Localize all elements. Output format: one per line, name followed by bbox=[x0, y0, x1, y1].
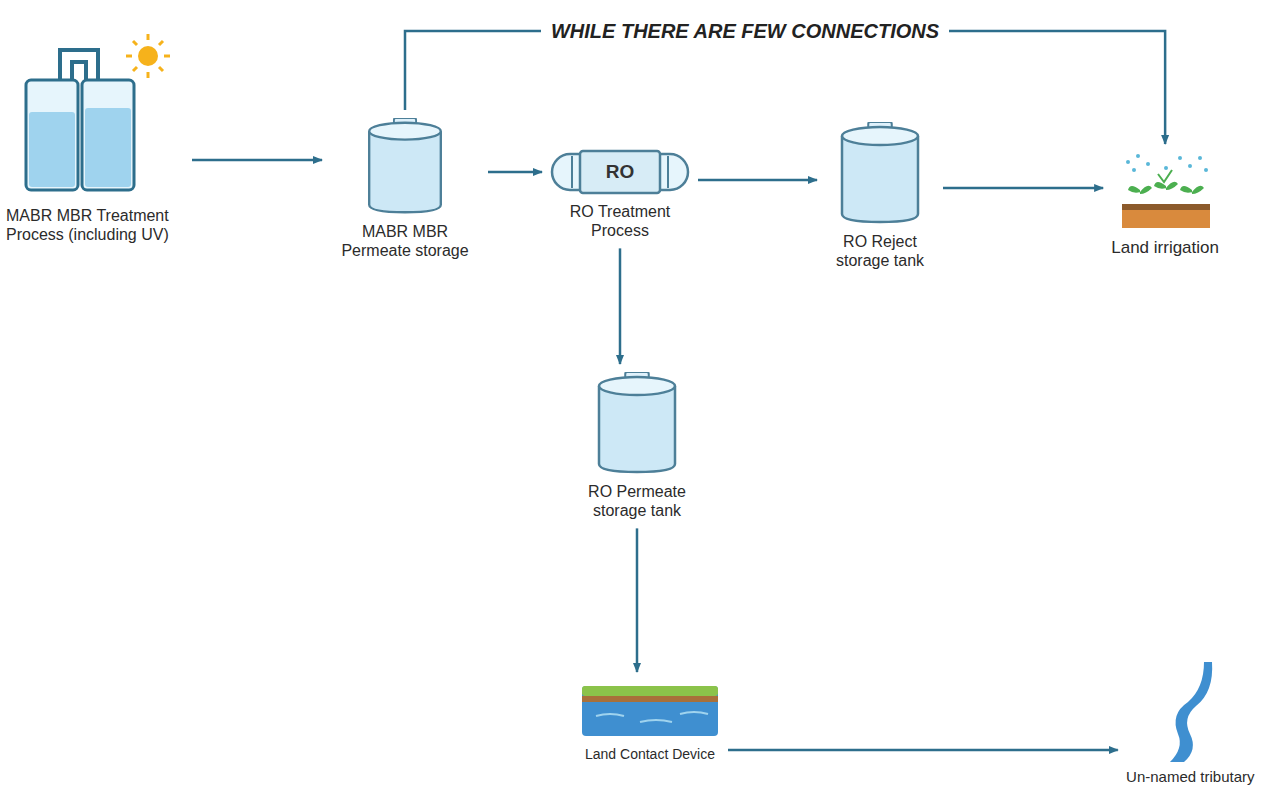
process-node: MABR MBR Permeate storage bbox=[330, 118, 480, 260]
graphic-part bbox=[1158, 170, 1172, 182]
graphic-part bbox=[164, 55, 170, 58]
process-node: RO Permeate storage tank bbox=[577, 372, 697, 520]
icon-label: RO bbox=[550, 148, 690, 196]
land-contact-icon bbox=[580, 680, 720, 740]
node-icon bbox=[1118, 152, 1213, 232]
graphic-part bbox=[147, 72, 150, 78]
flow-arrow bbox=[192, 159, 322, 162]
graphic-part bbox=[1178, 156, 1182, 160]
flow-arrow bbox=[619, 248, 622, 364]
node-label: MABR MBR Treatment Process (including UV… bbox=[6, 206, 184, 244]
graphic-part bbox=[159, 41, 163, 45]
flow-arrow bbox=[405, 31, 1165, 144]
tank-icon bbox=[365, 118, 445, 216]
graphic-part bbox=[82, 80, 134, 190]
tank-icon bbox=[838, 122, 922, 226]
flow-arrow bbox=[488, 171, 542, 174]
graphic-part bbox=[596, 712, 708, 722]
graphic-part bbox=[138, 46, 158, 66]
node-icon bbox=[1160, 662, 1220, 762]
flow-arrow bbox=[636, 528, 639, 672]
node-label: Land Contact Device bbox=[580, 746, 720, 763]
process-node: Land irrigation bbox=[1111, 152, 1219, 258]
flow-arrow bbox=[943, 187, 1103, 190]
process-node: RO RO Treatment Process bbox=[550, 148, 690, 240]
graphic-part bbox=[1180, 186, 1204, 204]
graphic-part bbox=[126, 55, 132, 58]
graphic-part bbox=[1122, 208, 1210, 228]
graphic-part bbox=[582, 686, 718, 736]
graphic-part bbox=[29, 112, 75, 187]
graphic-part bbox=[1198, 156, 1202, 160]
graphic-part bbox=[1188, 164, 1192, 168]
tributary-icon bbox=[1160, 662, 1220, 762]
process-node: MABR MBR Treatment Process (including UV… bbox=[6, 30, 184, 244]
node-label: RO Reject storage tank bbox=[825, 232, 935, 270]
node-icon: RO bbox=[550, 148, 690, 196]
graphic-part bbox=[1128, 186, 1152, 204]
graphic-part bbox=[1146, 162, 1150, 166]
node-icon bbox=[595, 372, 679, 476]
connector-label: WHILE THERE ARE FEW CONNECTIONS bbox=[541, 20, 949, 43]
graphic-part bbox=[1136, 154, 1140, 158]
graphic-part bbox=[159, 67, 163, 71]
irrigation-icon bbox=[1118, 152, 1213, 232]
node-icon bbox=[365, 118, 445, 216]
graphic-part bbox=[1204, 168, 1208, 172]
node-label: Land irrigation bbox=[1111, 238, 1219, 258]
process-node: Un-named tributary bbox=[1126, 662, 1255, 786]
graphic-part bbox=[582, 696, 718, 702]
node-label: RO Permeate storage tank bbox=[577, 482, 697, 520]
graphic-part bbox=[1126, 160, 1130, 164]
graphic-part bbox=[147, 34, 150, 40]
graphic-part bbox=[842, 136, 918, 222]
node-label: MABR MBR Permeate storage bbox=[330, 222, 480, 260]
graphic-part bbox=[667, 156, 669, 188]
node-icon bbox=[580, 680, 720, 740]
graphic-part bbox=[842, 127, 918, 145]
graphic-part bbox=[1126, 154, 1208, 172]
graphic-part bbox=[571, 156, 573, 188]
graphic-part bbox=[1128, 182, 1204, 204]
mbr-icon bbox=[20, 30, 170, 200]
graphic-part bbox=[26, 80, 78, 190]
graphic-part bbox=[133, 67, 137, 71]
graphic-part bbox=[1132, 168, 1136, 172]
process-node: RO Reject storage tank bbox=[825, 122, 935, 270]
flow-arrow bbox=[698, 179, 817, 182]
graphic-part bbox=[599, 386, 675, 472]
node-label: RO Treatment Process bbox=[560, 202, 680, 240]
graphic-part bbox=[1154, 182, 1178, 204]
process-node: Land Contact Device bbox=[580, 680, 720, 763]
graphic-part bbox=[369, 123, 441, 140]
node-icon bbox=[838, 122, 922, 226]
graphic-part bbox=[60, 50, 98, 80]
node-label: Un-named tributary bbox=[1126, 768, 1255, 786]
flow-arrow bbox=[728, 749, 1118, 752]
graphic-part bbox=[582, 686, 718, 696]
graphic-part bbox=[1164, 166, 1168, 170]
graphic-part bbox=[126, 34, 170, 78]
graphic-part bbox=[599, 377, 675, 395]
node-icon bbox=[20, 30, 170, 200]
graphic-part bbox=[1170, 662, 1212, 762]
graphic-part bbox=[1122, 204, 1210, 210]
tank-icon bbox=[595, 372, 679, 476]
graphic-part bbox=[133, 41, 137, 45]
graphic-part bbox=[85, 108, 131, 187]
graphic-part bbox=[369, 131, 441, 212]
